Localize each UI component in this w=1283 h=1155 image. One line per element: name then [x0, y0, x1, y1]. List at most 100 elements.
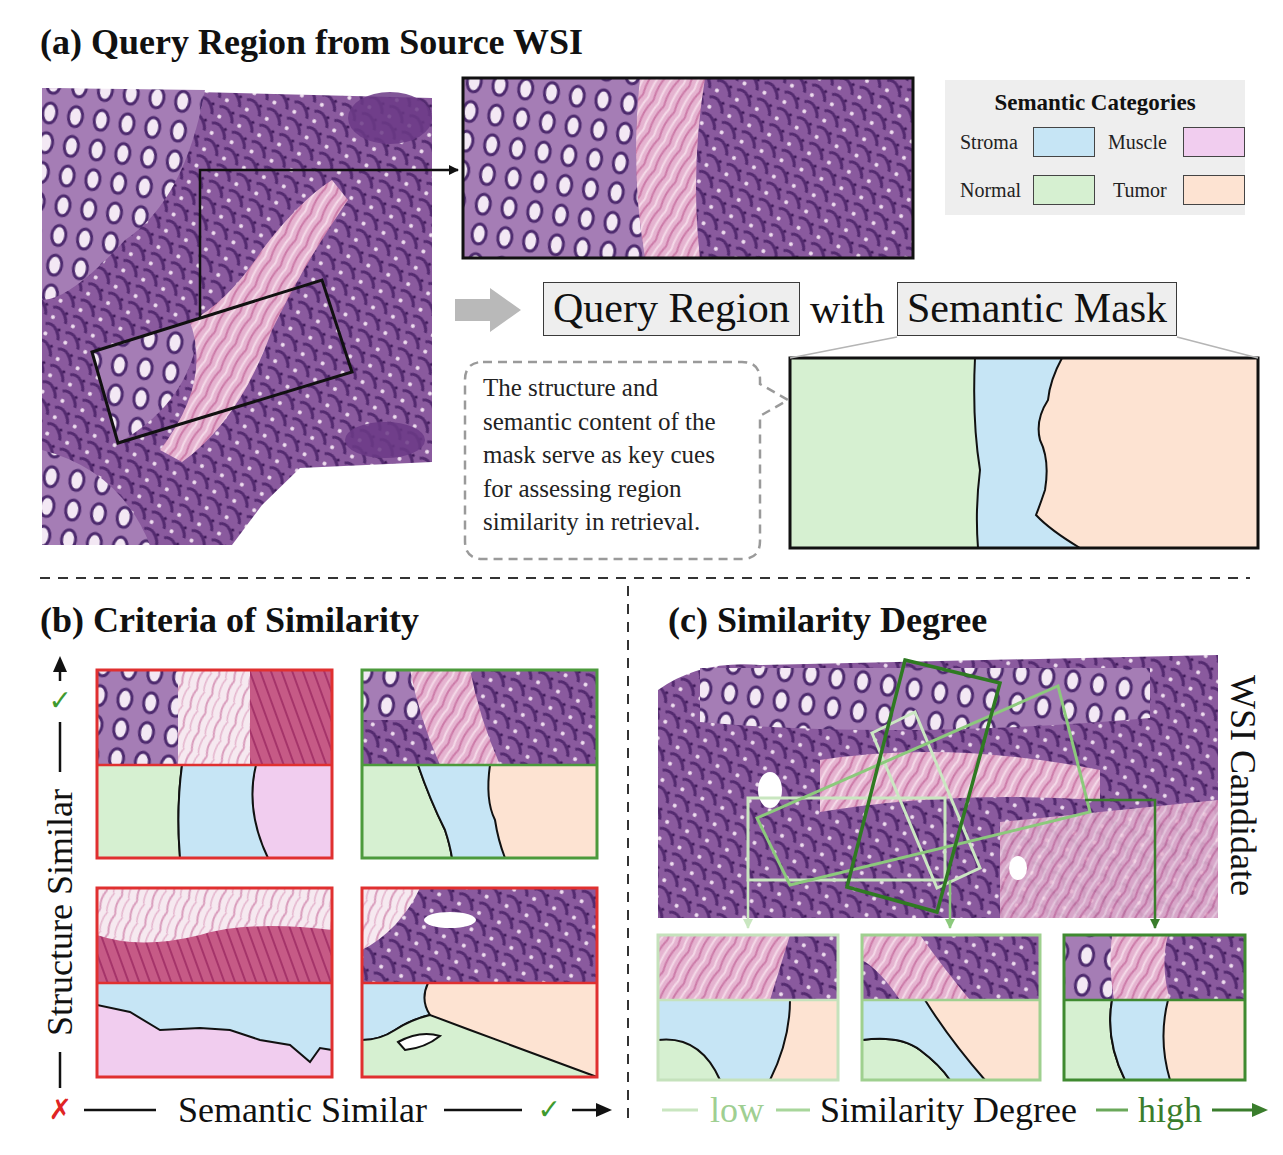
criteria-example	[97, 888, 332, 983]
candidate-wsi	[658, 655, 1218, 928]
box-label: Query Region	[553, 284, 790, 334]
candidate-crop	[770, 1000, 838, 1080]
candidate-wsi	[758, 772, 782, 808]
candidate-crop	[658, 935, 838, 1000]
criteria-example	[97, 670, 178, 765]
candidate-wsi	[658, 655, 1218, 918]
block-arrow	[455, 288, 521, 332]
criteria-example	[424, 912, 476, 928]
legend-label: Stroma	[960, 130, 1018, 154]
candidate-wsi	[747, 880, 750, 928]
criteria-example	[362, 982, 597, 985]
panel-separator	[40, 578, 1250, 1125]
candidate-wsi	[847, 660, 1000, 912]
candidate-wsi	[820, 752, 1100, 812]
axis-line	[444, 1109, 522, 1112]
axis-line	[572, 1109, 596, 1112]
axis-label: WSI Candidate	[1220, 675, 1263, 896]
criteria-example	[250, 670, 332, 765]
criteria-example	[362, 888, 597, 983]
scale-end-label: low	[710, 1089, 764, 1132]
panel-separator	[627, 586, 629, 1125]
scale-end-label: high	[1138, 1089, 1202, 1132]
leader-line	[1177, 337, 1258, 358]
legend-label: Muscle	[1108, 130, 1167, 154]
criteria-example	[97, 983, 332, 1077]
candidate-crop	[862, 935, 1040, 1000]
connector-word: with	[810, 284, 885, 334]
source-wsi	[200, 170, 458, 318]
candidate-crop	[1110, 935, 1170, 1000]
criteria-example	[362, 888, 597, 1077]
block-arrow	[455, 288, 521, 332]
criteria-example	[178, 670, 250, 765]
criteria-example	[418, 765, 505, 858]
candidate-crop	[1064, 935, 1245, 1000]
query-region-image	[636, 78, 705, 258]
candidate-wsi	[700, 668, 1150, 730]
degree-scale	[662, 1109, 698, 1112]
axis-line	[53, 656, 67, 672]
axis-line	[59, 722, 62, 772]
legend-heading: Semantic Categories	[945, 80, 1245, 117]
leader-line	[790, 337, 897, 358]
semantic-mask	[790, 358, 980, 548]
legend-label: Normal	[960, 178, 1021, 202]
degree-scale	[1096, 1109, 1128, 1112]
candidate-crop	[862, 935, 970, 1000]
candidate-crop	[658, 935, 838, 1080]
axis-line	[596, 1103, 612, 1117]
axis-line	[59, 670, 62, 681]
candidate-crop	[658, 1000, 838, 1080]
criteria-example	[362, 670, 597, 858]
callout-text: The structure and semantic content of th…	[483, 362, 741, 539]
criteria-example	[362, 670, 597, 765]
cross-mark: ✗	[49, 1093, 72, 1127]
source-wsi	[42, 88, 432, 545]
criteria-example	[362, 764, 597, 767]
candidate-crop	[1064, 999, 1245, 1002]
query-region-image	[463, 78, 913, 258]
criteria-example	[97, 670, 332, 858]
source-wsi	[42, 450, 150, 545]
semantic-mask	[790, 358, 1258, 548]
query-region-box: Query Region	[543, 282, 800, 336]
check-mark: ✓	[49, 684, 72, 718]
criteria-example	[178, 765, 268, 858]
check-mark: ✓	[538, 1093, 561, 1127]
legend-swatch	[1183, 175, 1245, 205]
source-wsi	[92, 280, 352, 443]
box-label: Semantic Mask	[907, 284, 1167, 334]
criteria-example	[97, 888, 332, 1077]
criteria-example	[362, 888, 420, 950]
query-region-image	[463, 78, 645, 258]
candidate-crop	[1064, 935, 1245, 1080]
query-region-image	[463, 78, 913, 258]
criteria-example	[362, 670, 597, 858]
candidate-wsi	[1085, 800, 1155, 928]
semantic-mask-box: Semantic Mask	[897, 282, 1177, 336]
axis-label: Semantic Similar	[178, 1089, 427, 1132]
axis-line	[84, 1109, 156, 1112]
source-wsi	[348, 92, 432, 144]
candidate-crop	[1064, 1000, 1245, 1080]
candidate-crop	[862, 1000, 985, 1080]
candidate-crop	[862, 935, 1040, 1080]
criteria-example	[97, 982, 332, 985]
panel-title: (a) Query Region from Source WSI	[40, 21, 583, 64]
candidate-wsi	[949, 880, 952, 928]
candidate-wsi	[1000, 800, 1218, 918]
criteria-example	[362, 983, 597, 1077]
axis-line	[59, 1052, 62, 1088]
legend-swatch	[1033, 175, 1095, 205]
criteria-example	[410, 670, 500, 765]
candidate-wsi	[1009, 856, 1027, 880]
criteria-example	[97, 983, 332, 1062]
semantic-mask	[1036, 358, 1080, 548]
criteria-example	[97, 764, 332, 767]
semantic-mask	[790, 358, 1258, 548]
degree-scale	[776, 1109, 810, 1112]
criteria-example	[97, 670, 332, 858]
semantic-mask	[974, 358, 1080, 548]
